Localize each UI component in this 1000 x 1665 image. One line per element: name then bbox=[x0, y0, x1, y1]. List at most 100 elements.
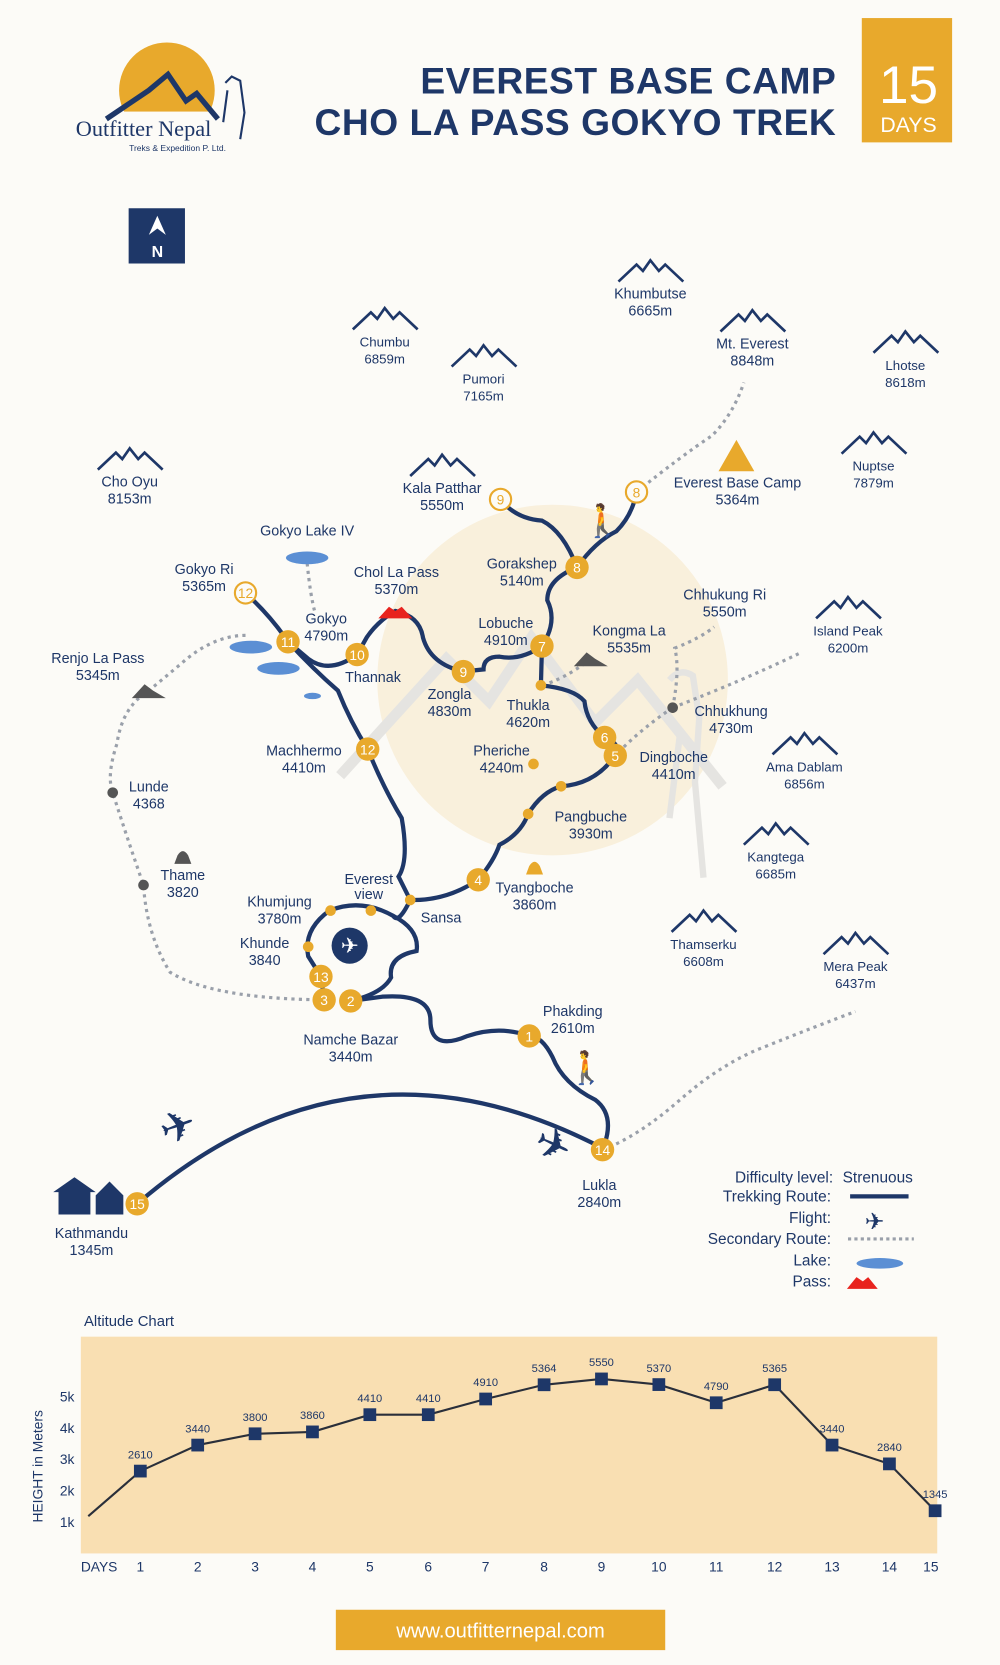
website-link[interactable]: www.outfitternepal.com bbox=[335, 1609, 666, 1651]
place-name: Machhermo bbox=[266, 743, 342, 759]
legend-trekking-route-label: Trekking Route: bbox=[723, 1189, 831, 1206]
place-name: Lunde bbox=[129, 780, 169, 796]
pass-icon bbox=[131, 684, 166, 699]
waypoint-dot bbox=[555, 780, 567, 792]
altitude-value-label: 4790 bbox=[704, 1381, 729, 1393]
place-label: Gokyo Lake IV bbox=[260, 524, 354, 540]
place-elevation: 4368 bbox=[133, 797, 165, 813]
x-tick-label: 6 bbox=[424, 1558, 432, 1574]
day-stop-number: 8 bbox=[573, 560, 581, 576]
peak-name: Nuptse bbox=[852, 459, 894, 474]
place-name: Khumjung bbox=[247, 894, 312, 910]
place-name: Chhukung Ri bbox=[683, 587, 766, 603]
legend-flight-label: Flight: bbox=[789, 1210, 831, 1227]
day-stop-marker: 14 bbox=[590, 1137, 615, 1162]
logo-name: Outfitter Nepal bbox=[76, 116, 212, 141]
place-name: Pangbuche bbox=[555, 809, 628, 825]
altitude-value-label: 5365 bbox=[762, 1363, 787, 1375]
day-stop-marker: 11 bbox=[276, 630, 300, 654]
place-elevation: 4830m bbox=[428, 704, 472, 720]
place-elevation: 3820 bbox=[167, 885, 199, 901]
place-elevation: 2840m bbox=[577, 1195, 621, 1211]
lake bbox=[229, 640, 273, 654]
altitude-point bbox=[883, 1457, 896, 1471]
peak-name: Island Peak bbox=[813, 623, 883, 638]
day-stop-marker: 1 bbox=[517, 1024, 541, 1048]
place-name: Lukla bbox=[582, 1178, 616, 1194]
x-tick-label: 7 bbox=[482, 1558, 490, 1574]
place-elevation: 4790m bbox=[304, 629, 348, 645]
place-elevation: 5364m bbox=[716, 493, 760, 509]
day-stop-marker: 8 bbox=[565, 555, 589, 580]
place-name: Pheriche bbox=[473, 743, 530, 759]
day-stop-marker: 6 bbox=[592, 725, 617, 750]
mountain-icon bbox=[872, 329, 940, 354]
place-elevation: 5550m bbox=[703, 604, 747, 620]
altitude-value-label: 2840 bbox=[877, 1442, 902, 1454]
place-name: Namche Bazar bbox=[303, 1032, 398, 1048]
x-tick-label: 13 bbox=[824, 1558, 840, 1574]
mountain-icon bbox=[840, 430, 908, 455]
altitude-value-label: 2610 bbox=[128, 1449, 153, 1461]
altitude-point bbox=[537, 1378, 551, 1392]
place-name: Gokyo bbox=[306, 612, 347, 628]
altitude-value-label: 3440 bbox=[185, 1423, 210, 1435]
altitude-point bbox=[595, 1372, 608, 1386]
peak-elevation: 6608m bbox=[683, 954, 724, 969]
day-stop-number: 7 bbox=[538, 638, 546, 654]
mountain-icon bbox=[742, 821, 810, 846]
airport-icon bbox=[331, 927, 368, 964]
mountain-icon bbox=[450, 343, 518, 368]
trekking-route bbox=[498, 497, 580, 570]
altitude-value-label: 3860 bbox=[300, 1410, 325, 1422]
altitude-point bbox=[133, 1464, 147, 1478]
altitude-value-label: 3440 bbox=[820, 1423, 845, 1435]
day-stop-number: 11 bbox=[281, 634, 295, 650]
place-elevation: view bbox=[354, 887, 383, 903]
place-elevation: 4410m bbox=[282, 760, 326, 776]
place-elevation: 3840 bbox=[249, 953, 281, 969]
place-name: Everest bbox=[344, 872, 393, 888]
altitude-point bbox=[825, 1438, 839, 1452]
peak-elevation: 7165m bbox=[463, 389, 504, 404]
place-name: Thukla bbox=[507, 698, 550, 714]
watermark-sun bbox=[377, 504, 728, 856]
day-stop-marker: 8 bbox=[624, 480, 649, 504]
peak-elevation: 6437m bbox=[835, 976, 876, 991]
day-stop-number: 10 bbox=[349, 647, 365, 663]
peak-name: Mt. Everest bbox=[716, 337, 788, 353]
day-stop-number: 15 bbox=[129, 1196, 145, 1212]
day-stop-marker: 15 bbox=[125, 1192, 149, 1216]
base-camp-tent-icon bbox=[718, 439, 755, 472]
days-badge: 15 DAYS bbox=[861, 18, 953, 143]
legend-difficulty-value: Strenuous bbox=[843, 1170, 913, 1187]
place-elevation: 4240m bbox=[480, 760, 524, 776]
place-elevation: 3930m bbox=[569, 826, 613, 842]
days-number: 15 bbox=[879, 56, 938, 115]
secondary-route bbox=[635, 382, 746, 494]
kathmandu-temple-icon bbox=[53, 1177, 124, 1215]
x-tick-label: 4 bbox=[309, 1558, 317, 1574]
peak-name: Ama Dablam bbox=[766, 759, 843, 774]
place-elevation: 4910m bbox=[484, 633, 528, 649]
website-url[interactable]: www.outfitternepal.com bbox=[395, 1620, 605, 1642]
day-stop-number: 12 bbox=[360, 741, 375, 757]
place-elevation: 5535m bbox=[607, 640, 651, 656]
mountain-icon bbox=[815, 594, 882, 620]
place-name: Thame bbox=[161, 868, 206, 884]
y-tick-label: 3k bbox=[60, 1451, 75, 1467]
y-tick-label: 2k bbox=[60, 1483, 75, 1499]
day-stop-marker: 4 bbox=[466, 868, 490, 892]
day-stop-number: 14 bbox=[595, 1142, 611, 1158]
